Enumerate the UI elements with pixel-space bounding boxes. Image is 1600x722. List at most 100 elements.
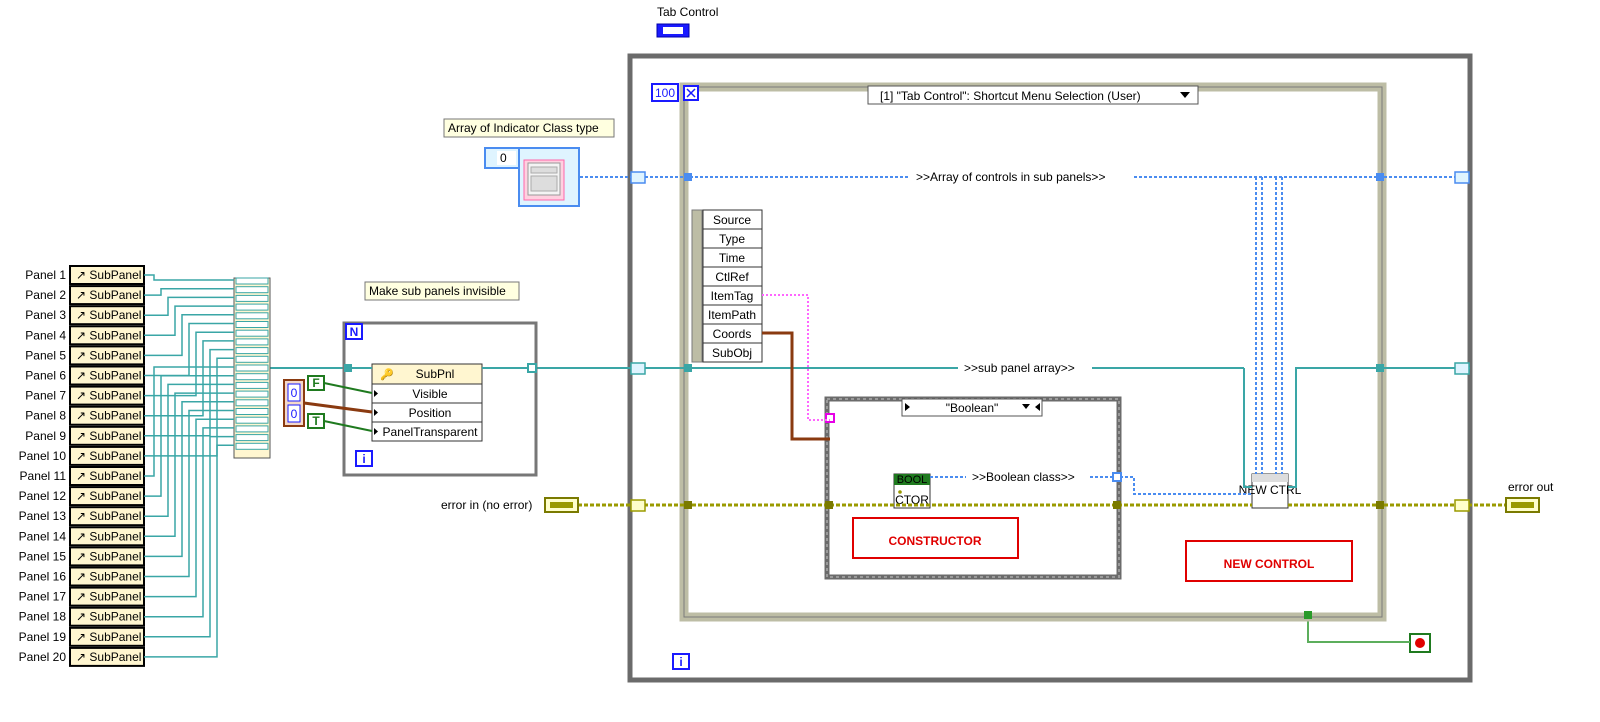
sub-panel-array-label: >>sub panel array>> xyxy=(964,361,1075,375)
boolean-constructor-node[interactable]: BOOL CTOR xyxy=(893,473,931,509)
event-data-item[interactable]: Source xyxy=(702,209,763,230)
class-array-constant[interactable] xyxy=(518,147,580,207)
case-selector[interactable]: "Boolean" xyxy=(901,398,1043,417)
property-label: PanelTransparent xyxy=(383,425,479,439)
subpanel-reference-row[interactable]: Panel 5↗ SubPanel xyxy=(25,345,145,366)
event-data-item[interactable]: SubObj xyxy=(702,342,763,363)
event-selector[interactable]: [1] "Tab Control": Shortcut Menu Selecti… xyxy=(867,85,1199,105)
subpanel-reference-row[interactable]: Panel 9↗ SubPanel xyxy=(25,425,145,446)
event-data-item[interactable]: ItemPath xyxy=(702,304,763,325)
svg-text:N: N xyxy=(350,325,359,339)
subpanel-reference-row[interactable]: Panel 1↗ SubPanel xyxy=(25,265,145,285)
subpanel-reference-row[interactable]: Panel 14↗ SubPanel xyxy=(19,526,145,547)
subpanel-reference-row[interactable]: Panel 13↗ SubPanel xyxy=(19,506,145,527)
ref-icon-and-label: ↗ SubPanel xyxy=(76,489,141,503)
array-of-indicator-label: Array of Indicator Class type xyxy=(443,118,615,138)
svg-text:F: F xyxy=(312,376,319,390)
build-array-pin xyxy=(235,355,269,363)
subpanel-reference-row[interactable]: Panel 17↗ SubPanel xyxy=(19,586,145,607)
ref-icon-and-label: ↗ SubPanel xyxy=(76,549,141,563)
build-array-pin xyxy=(235,416,269,424)
build-array-node[interactable] xyxy=(233,277,271,459)
svg-text:0: 0 xyxy=(291,386,298,400)
new-control-node[interactable]: NEW CTRL xyxy=(1239,473,1302,509)
array-index-display[interactable]: 0 xyxy=(484,147,520,169)
subpanel-reference-row[interactable]: Panel 3↗ SubPanel xyxy=(25,305,145,326)
panel-label: Panel 6 xyxy=(25,369,66,383)
boolean-class-wire-label: >>Boolean class>> xyxy=(972,470,1075,484)
false-constant[interactable]: F xyxy=(307,375,325,391)
ref-icon-and-label: ↗ SubPanel xyxy=(76,288,141,302)
svg-text:CONSTRUCTOR: CONSTRUCTOR xyxy=(888,534,981,548)
ref-icon-and-label: ↗ SubPanel xyxy=(76,389,141,403)
panel-label: Panel 16 xyxy=(19,570,67,584)
position-cluster-constant[interactable]: 0 0 xyxy=(283,379,305,427)
event-data-item[interactable]: CtlRef xyxy=(702,266,763,287)
error-out-terminal[interactable] xyxy=(1505,497,1540,513)
ref-icon-and-label: ↗ SubPanel xyxy=(76,630,141,644)
subpanel-reference-row[interactable]: Panel 4↗ SubPanel xyxy=(25,325,145,346)
constructor-annotation: CONSTRUCTOR xyxy=(852,517,1019,559)
subpanel-reference-row[interactable]: Panel 10 ↗ SubPanel xyxy=(19,445,145,466)
event-data-item[interactable]: Type xyxy=(702,228,763,249)
panel-label: Panel 3 xyxy=(25,308,66,322)
property-row[interactable]: PanelTransparent xyxy=(371,421,483,442)
subpanel-reference-row[interactable]: Panel 2↗ SubPanel xyxy=(25,285,145,306)
stop-button-icon[interactable] xyxy=(1409,633,1431,653)
build-array-pin xyxy=(235,442,269,450)
ref-icon-and-label: ↗ SubPanel xyxy=(76,449,141,463)
subpanel-reference-row[interactable]: Panel 8 ↗ SubPanel xyxy=(25,405,145,426)
svg-text:Array of Indicator Class type: Array of Indicator Class type xyxy=(448,121,599,135)
ref-icon-and-label: ↗ SubPanel xyxy=(76,268,141,282)
ref-icon-and-label: ↗ SubPanel xyxy=(76,409,141,423)
svg-text:100: 100 xyxy=(655,86,675,100)
svg-text:0: 0 xyxy=(291,407,298,421)
for-loop-frame[interactable] xyxy=(342,321,538,477)
panel-label: Panel 9 xyxy=(25,429,66,443)
event-data-label: SubObj xyxy=(712,346,752,360)
ref-icon-and-label: ↗ SubPanel xyxy=(76,570,141,584)
event-data-item[interactable]: Coords xyxy=(702,323,763,344)
subpanel-reference-row[interactable]: Panel 11↗ SubPanel xyxy=(20,466,145,486)
for-loop-output-tunnel xyxy=(527,363,537,373)
stop-wire xyxy=(1307,614,1410,643)
build-array-pin xyxy=(235,364,269,372)
property-row[interactable]: Visible xyxy=(371,383,483,404)
panel-ref-wire xyxy=(144,296,234,316)
property-label: Visible xyxy=(412,387,447,401)
event-data-label: ItemPath xyxy=(708,308,756,322)
ref-icon-and-label: ↗ SubPanel xyxy=(76,590,141,604)
panel-ref-wire xyxy=(144,305,234,337)
property-row[interactable]: Position xyxy=(371,402,483,423)
panel-label: Panel 8 xyxy=(25,409,66,423)
event-data-item[interactable]: ItemTag xyxy=(702,285,763,306)
build-array-pin xyxy=(235,434,269,442)
panel-ref-wire xyxy=(144,314,234,357)
build-array-pin xyxy=(235,312,269,320)
timeout-constant[interactable]: 100 xyxy=(651,83,679,102)
panel-label: Panel 15 xyxy=(19,549,67,563)
panel-label: Panel 10 xyxy=(19,449,67,463)
subpanel-reference-row[interactable]: Panel 6 ↗ SubPanel xyxy=(25,365,145,386)
subpanel-reference-row[interactable]: Panel 20↗ SubPanel xyxy=(19,646,145,667)
svg-text:i: i xyxy=(679,655,682,669)
panel-label: Panel 14 xyxy=(19,529,67,543)
subpanel-reference-row[interactable]: Panel 7↗ SubPanel xyxy=(25,385,145,406)
subpanel-reference-row[interactable]: Panel 16 ↗ SubPanel xyxy=(19,566,145,587)
subpanel-reference-row[interactable]: Panel 19 ↗ SubPanel xyxy=(19,626,145,647)
panel-reference-wires xyxy=(144,274,234,658)
event-data-node[interactable]: SourceTypeTimeCtlRefItemTagItemPathCoord… xyxy=(691,209,763,363)
event-data-item[interactable]: Time xyxy=(702,247,763,268)
ref-icon-and-label: ↗ SubPanel xyxy=(76,369,141,383)
build-array-pin xyxy=(235,321,269,328)
event-structure-frame[interactable] xyxy=(679,82,1387,622)
error-in-terminal[interactable] xyxy=(544,497,579,513)
subpanel-reference-row[interactable]: Panel 15 ↗ SubPanel xyxy=(19,546,145,567)
subpanel-reference-row[interactable]: Panel 18↗ SubPanel xyxy=(19,606,145,627)
true-constant[interactable]: T xyxy=(307,413,325,429)
subpanel-reference-row[interactable]: Panel 12↗ SubPanel xyxy=(19,486,145,507)
tab-control-terminal[interactable] xyxy=(656,23,690,38)
panel-label: Panel 19 xyxy=(19,630,67,644)
loop-tunnels xyxy=(630,171,1470,619)
